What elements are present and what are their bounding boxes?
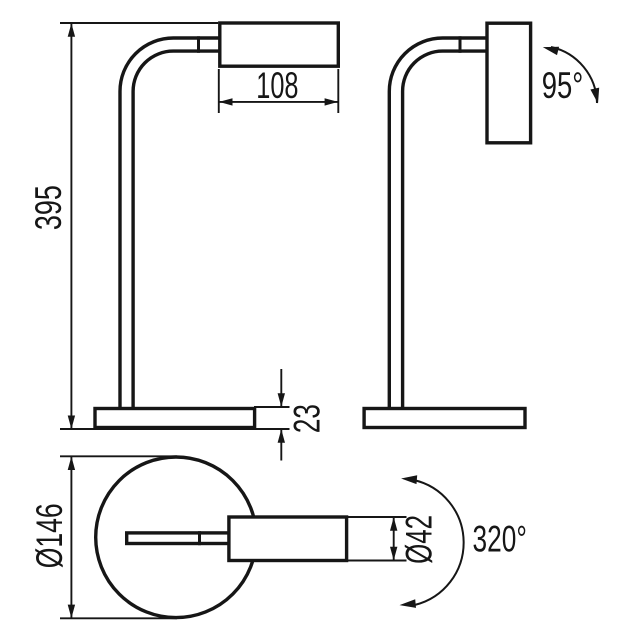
svg-text:Ø42: Ø42: [399, 515, 440, 564]
svg-text:Ø146: Ø146: [29, 503, 70, 568]
svg-text:395: 395: [28, 185, 69, 230]
svg-text:95°: 95°: [542, 65, 584, 106]
svg-text:23: 23: [287, 404, 328, 433]
svg-text:108: 108: [256, 65, 298, 106]
svg-text:320°: 320°: [473, 519, 527, 560]
